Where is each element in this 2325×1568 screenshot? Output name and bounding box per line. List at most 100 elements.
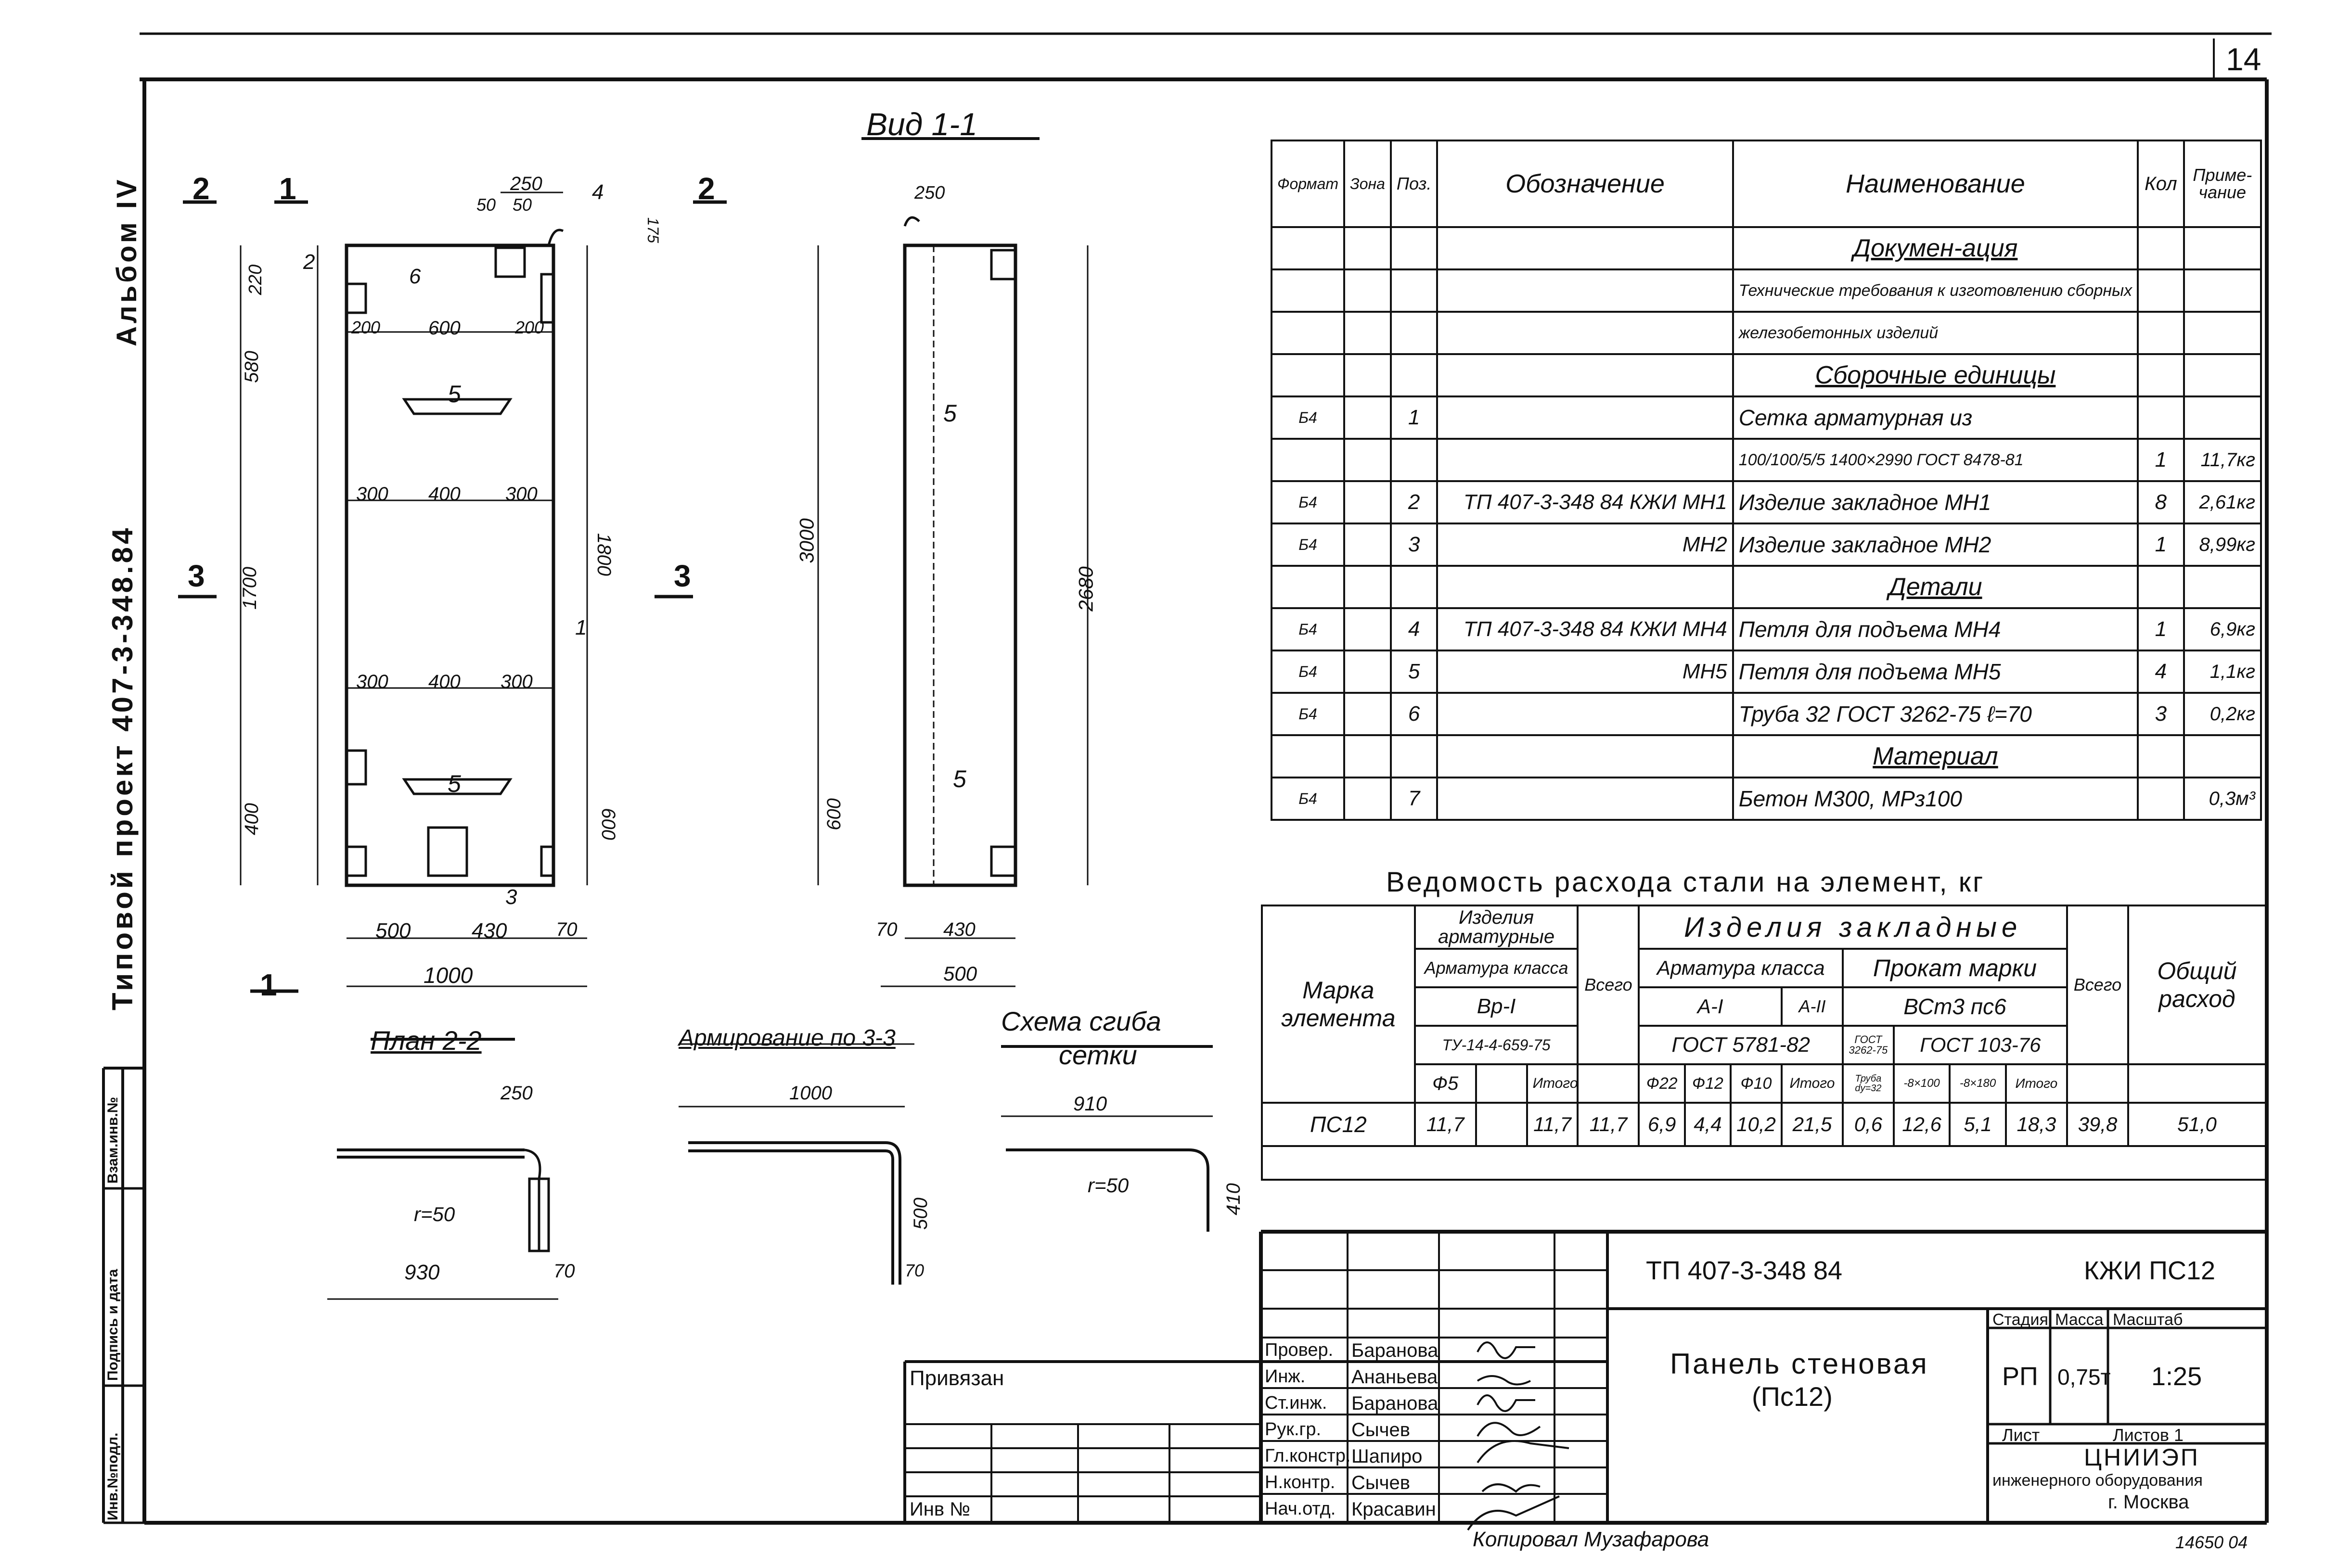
steel-h-tu: ТУ-14-4-659-75: [1413, 1025, 1579, 1065]
steel-value: 11,7: [1526, 1102, 1579, 1147]
reinforcement-3-3: [679, 1043, 914, 1285]
pos-3: 3: [505, 885, 517, 909]
steel-sub: Труба dy=32: [1841, 1063, 1895, 1104]
dim-1800: 1800: [593, 533, 615, 576]
pos-2: 2: [303, 250, 315, 274]
steel-h-bpi: Вр-I: [1413, 986, 1579, 1027]
spec-zone: [1343, 395, 1392, 440]
v11-dim-250: 250: [914, 183, 945, 203]
project-label: Типовой проект 407-3-348.84: [106, 525, 139, 1010]
spec-oboz: [1436, 268, 1734, 313]
spec-zone: [1343, 777, 1392, 821]
dim-300b: 300: [505, 484, 538, 505]
spec-oboz: [1436, 438, 1734, 482]
steel-h-obshchiy: Общий расход: [2127, 905, 2267, 1065]
spec-format: Б4: [1270, 692, 1346, 736]
stamp-frame: [903, 1230, 2267, 1523]
dim-430: 430: [472, 919, 507, 943]
plan-2-2-title: План 2-2: [371, 1025, 482, 1056]
steel-value: 11,7: [1577, 1102, 1640, 1147]
steel-empty-row: [1261, 1145, 2267, 1181]
spec-prim: 11,7кг: [2183, 438, 2262, 482]
dim-220: 220: [245, 264, 266, 295]
steel-value: 12,6: [1892, 1102, 1951, 1147]
section-mark-3-left: 3: [188, 559, 205, 593]
spec-h-kol: Кол: [2137, 140, 2185, 228]
steel-h-ai: А-I: [1638, 986, 1783, 1027]
spec-pos: 1: [1389, 395, 1439, 440]
spec-format: [1270, 734, 1346, 778]
spec-zone: [1343, 311, 1392, 355]
dim-200b: 200: [515, 318, 544, 337]
v11-dim-500: 500: [943, 962, 977, 985]
pos-5a: 5: [448, 381, 461, 408]
steel-sub: [1475, 1063, 1528, 1104]
v11-dim-70: 70: [876, 919, 898, 940]
spec-h-zone: Зона: [1343, 140, 1392, 228]
stamp-person: Сычев: [1351, 1419, 1410, 1441]
steel-sub-blank: [2066, 1063, 2129, 1104]
spec-row: Технические требования к изготовлению сб…: [1270, 268, 2262, 313]
spec-prim: 6,9кг: [2183, 607, 2262, 651]
spec-row: Детали: [1270, 565, 2262, 609]
spec-kol: [2137, 311, 2185, 355]
stamp-person: Шапиро: [1351, 1446, 1423, 1467]
steel-h-prokat: Прокат марки: [1841, 948, 2068, 988]
stamp-stadiya: РП: [2002, 1362, 2038, 1391]
stamp-massa-h: Масса: [2055, 1311, 2104, 1329]
stamp-role: Рук.гр.: [1265, 1419, 1322, 1440]
dim-1000: 1000: [424, 963, 473, 988]
spec-kol: [2137, 226, 2185, 270]
spec-kol: 1: [2137, 607, 2185, 651]
stamp-person: Баранова: [1351, 1393, 1439, 1414]
dim-400a: 400: [428, 484, 461, 505]
stamp-massa: 0,75т: [2057, 1364, 2111, 1390]
plan-2-2: [327, 1038, 558, 1300]
steel-value: 11,7: [1413, 1102, 1477, 1147]
v11-dim-3000: 3000: [795, 518, 818, 563]
spec-format: Б4: [1270, 777, 1346, 821]
stamp-org3: г. Москва: [2108, 1492, 2189, 1513]
spec-prim: [2183, 565, 2262, 609]
steel-h-vsego-2: Всего: [2066, 905, 2129, 1065]
pos-5b: 5: [448, 770, 461, 797]
arm-dim-1000: 1000: [789, 1083, 832, 1104]
spec-name: Детали: [1732, 565, 2139, 609]
dim-70: 70: [556, 919, 578, 940]
spec-name: Технические требования к изготовлению сб…: [1732, 268, 2139, 313]
spec-name: Петля для подъема МН5: [1732, 650, 2139, 694]
spec-kol: [2137, 353, 2185, 397]
spec-prim: [2183, 226, 2262, 270]
spec-prim: 2,61кг: [2183, 480, 2262, 524]
spec-format: Б4: [1270, 523, 1346, 567]
steel-value: 6,9: [1638, 1102, 1686, 1147]
spec-prim: [2183, 311, 2262, 355]
steel-sub: Итого: [1526, 1063, 1579, 1104]
steel-value: 4,4: [1683, 1102, 1732, 1147]
pos-6: 6: [409, 265, 421, 288]
section-mark-2-left: 2: [193, 171, 210, 206]
spec-format: Б4: [1270, 480, 1346, 524]
steel-sub: Ф22: [1638, 1063, 1686, 1104]
steel-h-izd-arm: Изделия арматурные: [1413, 905, 1579, 950]
spec-oboz: ТП 407-3-348 84 КЖИ МН4: [1436, 607, 1734, 651]
spec-zone: [1343, 734, 1392, 778]
bend-scheme-subtitle: сетки: [1059, 1040, 1137, 1070]
spec-zone: [1343, 523, 1392, 567]
spec-kol: [2137, 268, 2185, 313]
spec-h-pos: Поз.: [1389, 140, 1439, 228]
dim-500: 500: [375, 919, 411, 943]
spec-oboz: МН5: [1436, 650, 1734, 694]
stamp-stadiya-h: Стадия: [1992, 1311, 2048, 1329]
dim-600: 600: [428, 318, 461, 339]
dim-200a: 200: [351, 318, 381, 337]
steel-sub: Итого: [2004, 1063, 2068, 1104]
stamp-person: Ананьева: [1351, 1366, 1438, 1388]
spec-h-prim: Приме-чание: [2183, 140, 2262, 228]
strip-inv-podl: Инв.№подл.: [105, 1432, 121, 1520]
spec-kol: [2137, 777, 2185, 821]
skhema-dim-r50: r=50: [1088, 1174, 1129, 1197]
skhema-dim-410: 410: [1222, 1183, 1244, 1215]
